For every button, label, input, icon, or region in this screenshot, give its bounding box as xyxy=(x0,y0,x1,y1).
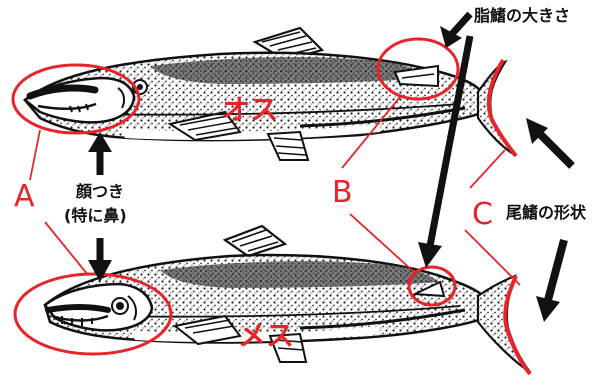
label-tail-fin: 尾鰭の形状 xyxy=(506,205,586,221)
label-b: B xyxy=(332,178,353,208)
leader-c-top xyxy=(470,150,505,188)
arrow-adipose-top xyxy=(452,14,470,34)
leader-a-bottom xyxy=(45,222,88,275)
label-male: オス xyxy=(222,96,278,124)
leader-c-bottom xyxy=(465,230,520,285)
arrow-tail-top xyxy=(536,130,572,166)
leader-a-top xyxy=(30,130,40,180)
label-face-line1: 顔つき xyxy=(76,184,124,200)
label-female: メス xyxy=(238,322,294,350)
label-c: C xyxy=(472,200,493,230)
label-face-line2: (特に鼻) xyxy=(64,208,127,224)
label-adipose-fin: 脂鰭の大きさ xyxy=(474,8,570,24)
arrow-tail-bottom xyxy=(548,240,564,300)
label-a: A xyxy=(14,182,35,212)
male-anal-fin xyxy=(268,132,308,160)
